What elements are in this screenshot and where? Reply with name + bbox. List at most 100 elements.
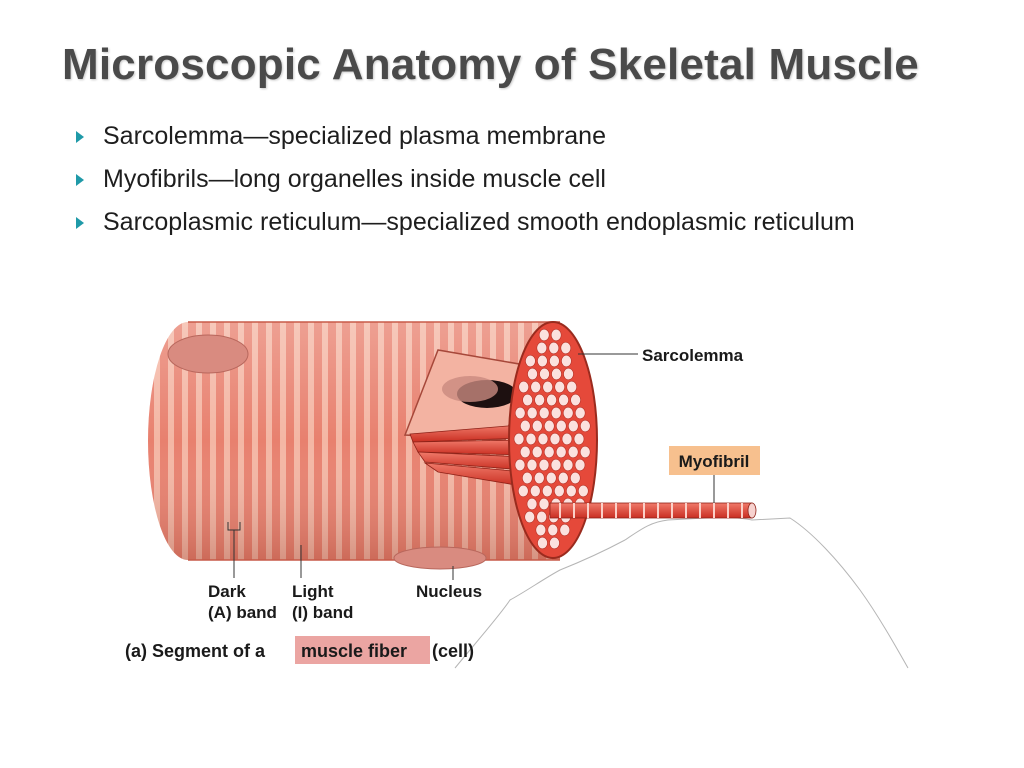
myofibril-cross-section (539, 367, 550, 381)
myofibril-cross-section (524, 510, 536, 524)
caption-suffix: (cell) (432, 641, 474, 661)
myofibril-cross-section (541, 484, 553, 498)
single-myofibril (549, 502, 757, 519)
bullet-list: Sarcolemma—specialized plasma membrane M… (76, 117, 876, 246)
myofibril-cross-section (550, 406, 562, 420)
myofibril-cross-section (513, 432, 525, 446)
myofibril-cross-section (573, 432, 585, 446)
caption-prefix: (a) Segment of a (125, 641, 266, 661)
myofibril-cross-section (536, 341, 548, 355)
myofibril-cross-section (521, 471, 533, 485)
myofibril-cross-section (566, 380, 578, 394)
myofibril-cross-section (517, 484, 529, 498)
bullet-item: Myofibrils—long organelles inside muscle… (76, 160, 876, 198)
myofibril-cross-section (560, 341, 572, 355)
myofibril-cross-section (522, 393, 533, 407)
myofibril-cross-section (534, 393, 545, 407)
nucleus-top (167, 334, 249, 374)
myofibril-cross-section (526, 406, 538, 420)
nucleus-bottom (393, 546, 487, 570)
myofibril-cross-section (537, 432, 549, 446)
fiber-cross-section (508, 321, 598, 559)
slide-title: Microscopic Anatomy of Skeletal Muscle (62, 40, 919, 89)
myofibril-cross-section (529, 484, 541, 498)
dark-band-label-line1: Dark (208, 582, 246, 601)
myofibril-cross-section (526, 497, 538, 511)
myofibril-cross-section (561, 432, 573, 446)
bullet-item: Sarcoplasmic reticulum—specialized smoot… (76, 203, 876, 241)
myofibril-cross-section (538, 406, 550, 420)
bullet-arrow-icon (76, 217, 84, 229)
nucleus-label: Nucleus (416, 582, 482, 601)
myofibril-cross-section (549, 354, 560, 368)
myofibril-cross-section (514, 458, 526, 472)
myofibril-cross-section (562, 458, 574, 472)
myofibril-cross-section (555, 419, 567, 433)
myofibril-cross-sections (513, 328, 591, 550)
myofibril-cross-section (548, 341, 560, 355)
myofibril-cross-section (525, 354, 536, 368)
dark-band-label-line2: (A) band (208, 603, 277, 622)
caption-highlight (295, 636, 430, 664)
light-band-label-line2: (I) band (292, 603, 353, 622)
myofibril-cross-section (558, 393, 569, 407)
sarcolemma-label-group: Sarcolemma (578, 346, 744, 365)
myofibril-cross-section (519, 445, 531, 459)
myofibril-cross-section (533, 471, 545, 485)
myofibril-cross-section (559, 523, 571, 537)
myofibril-cross-section (561, 354, 572, 368)
myofibril-cross-section (531, 445, 543, 459)
sarcolemma-flap-nucleus (442, 376, 498, 402)
myofibril-label-group: Myofibril (669, 446, 760, 503)
myofibril-cross-section (535, 523, 547, 537)
bullet-arrow-icon (76, 174, 84, 186)
myofibril-cross-section (519, 419, 531, 433)
exposed-myofibrils (409, 424, 525, 487)
myofibril-label-bg (669, 446, 760, 475)
myofibril-cross-section (531, 419, 543, 433)
myofibril-cross-section (555, 445, 567, 459)
myofibril-cross-section (526, 458, 538, 472)
myofibril-cross-section (567, 419, 579, 433)
myofibril-cross-section (565, 484, 577, 498)
myofibril-cross-section (563, 367, 574, 381)
myofibril-cross-section (542, 380, 554, 394)
sarcolemma-label: Sarcolemma (642, 346, 744, 365)
myofibril-cross-section (551, 367, 562, 381)
myofibril-cross-section (547, 523, 559, 537)
myofibril-cross-section (550, 328, 562, 342)
myofibril-cross-section (525, 432, 537, 446)
myofibril-cross-section (557, 471, 569, 485)
myofibril-cross-section (538, 458, 550, 472)
myofibril-cross-section (577, 484, 589, 498)
bullet-item: Sarcolemma—specialized plasma membrane (76, 117, 876, 155)
caption-highlight-text: muscle fiber (301, 641, 407, 661)
myofibril-bands (559, 503, 743, 518)
myofibril-cross-section (537, 536, 548, 550)
myofibril-cross-section (579, 445, 591, 459)
myofibril-cross-section (567, 445, 579, 459)
light-band-label-line1: Light (292, 582, 334, 601)
myofibril-cross-section (527, 367, 538, 381)
myofibril-cross-section (574, 458, 586, 472)
bullet-text: Myofibrils—long organelles inside muscle… (103, 165, 606, 193)
myofibril-cross-section (537, 354, 548, 368)
bullet-arrow-icon (76, 131, 84, 143)
myofibril-cross-section (538, 328, 550, 342)
myofibril-label: Myofibril (679, 452, 750, 471)
myofibril-cross-section (546, 393, 557, 407)
myofibril-cross-section (545, 471, 557, 485)
myofibril-cross-section (530, 380, 542, 394)
myofibril-cross-section (550, 458, 562, 472)
myofibril-cross-section (562, 406, 574, 420)
myofibril-cross-section (538, 497, 550, 511)
myofibril-cross-section (549, 536, 560, 550)
myofibril-cross-section (574, 406, 586, 420)
myofibril-cross-section (549, 432, 561, 446)
dark-band-marker (227, 522, 241, 578)
myofibril-cross-section (514, 406, 526, 420)
myofibril-cross-section (579, 419, 591, 433)
myofibril-cross-section (518, 380, 530, 394)
background-outline (454, 516, 909, 669)
